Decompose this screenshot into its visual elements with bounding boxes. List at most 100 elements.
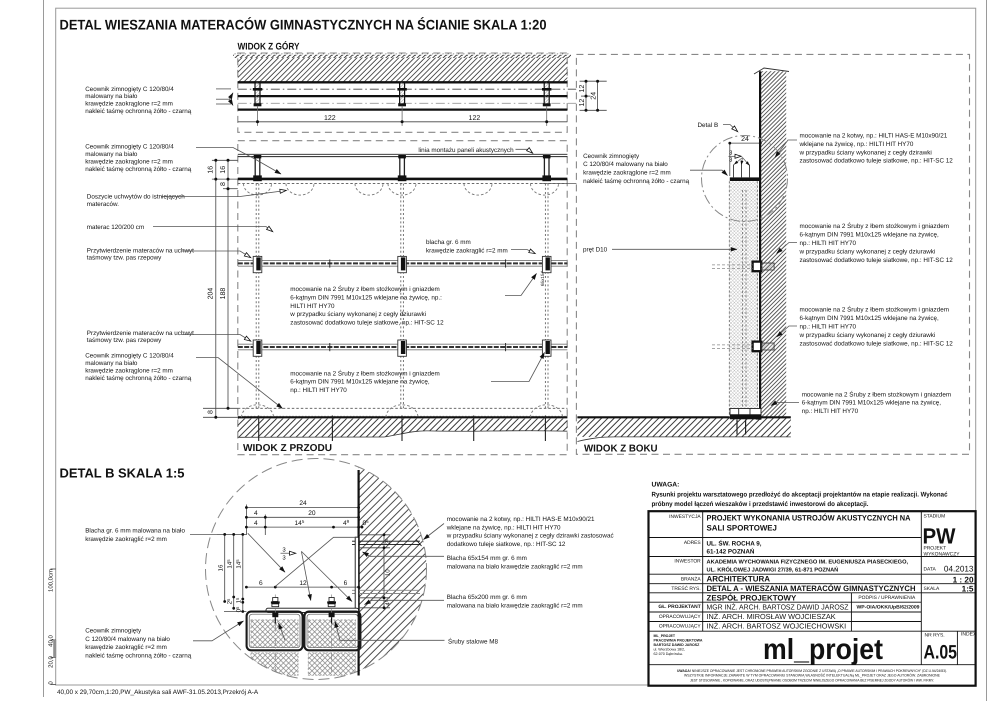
svg-text:mocowanie na 2 Śruby z łbem st: mocowanie na 2 Śruby z łbem stożkowym i …: [290, 369, 439, 377]
svg-text:ZESPÓŁ PROJEKTOWY: ZESPÓŁ PROJEKTOWY: [707, 594, 797, 603]
svg-text:wklejane na żywicę, np.: HILTI: wklejane na żywicę, np.: HILTI HIT HY70: [799, 141, 914, 148]
svg-text:Ceownik zimnogięty C 120/80/4: Ceownik zimnogięty C 120/80/4: [85, 353, 174, 360]
svg-text:np.: HILTI HIT HY70: np.: HILTI HIT HY70: [800, 324, 857, 331]
svg-text:145: 145: [235, 559, 243, 569]
svg-text:w przypadku ściany wykonanej z: w przypadku ściany wykonanej z cegły dzi…: [799, 332, 936, 339]
svg-text:UWAGA:: UWAGA:: [652, 482, 680, 489]
svg-text:25: 25: [226, 598, 234, 604]
svg-text:AKADEMIA WYCHOWANIA FIZYCZNEGO: AKADEMIA WYCHOWANIA FIZYCZNEGO IM. EUGEN…: [707, 560, 909, 566]
svg-text:INDEX: INDEX: [961, 632, 977, 638]
svg-text:20,0: 20,0: [48, 656, 55, 668]
svg-text:INWESTYCJA: INWESTYCJA: [669, 514, 701, 520]
svg-text:mocowanie na 2 Śruby z łbem st: mocowanie na 2 Śruby z łbem stożkowym i …: [802, 390, 951, 398]
svg-text:8: 8: [208, 410, 215, 414]
svg-text:61-142 POZNAŃ: 61-142 POZNAŃ: [707, 548, 755, 556]
svg-text:malowany na biało: malowany na biało: [85, 360, 138, 367]
svg-text:nakleić taśmę ochronną żółto -: nakleić taśmę ochronną żółto - czarną: [85, 375, 192, 382]
svg-text:krawędzie zaokrąglić r=2 mm: krawędzie zaokrąglić r=2 mm: [426, 247, 508, 254]
svg-text:04.2013: 04.2013: [944, 565, 974, 574]
svg-text:20: 20: [308, 510, 316, 517]
svg-text:linia montażu paneli akustyczn: linia montażu paneli akustycznych: [418, 147, 514, 154]
svg-text:w przypadku ściany wykonanej z: w przypadku ściany wykonanej z cegły dzi…: [289, 311, 426, 318]
svg-text:GŁ. PROJEKTANT: GŁ. PROJEKTANT: [658, 604, 700, 610]
svg-text:05: 05: [362, 519, 369, 527]
svg-text:materaców.: materaców.: [87, 201, 119, 208]
svg-text:Blacha 65x200 mm gr. 6 mm: Blacha 65x200 mm gr. 6 mm: [447, 594, 527, 601]
svg-text:25: 25: [384, 538, 391, 544]
svg-text:6-kątnym DIN 7991 M10x125 wkl: 6-kątnym DIN 7991 M10x125 wklejane na ży…: [800, 232, 940, 239]
svg-text:WP-OIA/OKK/UpB/62/2009: WP-OIA/OKK/UpB/62/2009: [857, 605, 920, 611]
svg-text:krawędzie zaokrąglić r=2 mm: krawędzie zaokrąglić r=2 mm: [85, 536, 167, 543]
svg-text:WIDOK Z BOKU: WIDOK Z BOKU: [584, 444, 658, 455]
svg-text:12: 12: [299, 580, 307, 587]
svg-text:40,00 x 29,70cm,1:20,PW_Akusty: 40,00 x 29,70cm,1:20,PW_Akustyka sali AW…: [57, 689, 259, 696]
svg-text:05: 05: [235, 606, 243, 612]
svg-text:122: 122: [469, 115, 481, 122]
svg-text:62-070 Dąbrówka.: 62-070 Dąbrówka.: [654, 652, 683, 656]
svg-text:Śruby stalowe M8: Śruby stalowe M8: [448, 638, 499, 646]
svg-text:blacha gr. 6 mm: blacha gr. 6 mm: [426, 239, 471, 246]
svg-text:np.: HILTI HIT HY70: np.: HILTI HIT HY70: [802, 408, 859, 415]
svg-text:WSZYSTKIE INFORMACJE ZAWARTE W: WSZYSTKIE INFORMACJE ZAWARTE W TYM OPRAC…: [684, 673, 941, 678]
svg-text:dodatkowo tuleje siatkowe, np.: dodatkowo tuleje siatkowe, np.: HIT-SC 1…: [447, 541, 566, 548]
svg-text:C 120/80/4 malowany na biało: C 120/80/4 malowany na biało: [85, 636, 170, 643]
svg-text:12: 12: [579, 99, 586, 107]
svg-text:nakleić taśmę ochronną żółto -: nakleić taśmę ochronną żółto - czarną: [85, 653, 192, 660]
svg-text:24: 24: [741, 136, 749, 143]
svg-text:6: 6: [259, 580, 263, 587]
svg-text:ARCHITEKTURA: ARCHITEKTURA: [707, 575, 771, 584]
svg-text:w przypadku ściany wykonanej z: w przypadku ściany wykonanej z cegły dzi…: [799, 149, 932, 156]
svg-text:16: 16: [220, 166, 227, 174]
svg-text:DETAL B SKALA 1:5: DETAL B SKALA 1:5: [60, 465, 185, 480]
svg-text:A.05: A.05: [924, 642, 958, 664]
svg-text:PROJEKT WYKONANIA USTROJÓW AKU: PROJEKT WYKONANIA USTROJÓW AKUSTYCZNYCH …: [707, 513, 911, 522]
svg-text:145: 145: [226, 559, 234, 569]
svg-text:Przytwierdzenie materaców na u: Przytwierdzenie materaców na uchwyt: [87, 330, 194, 337]
svg-text:krawędzie zaokrąglone r=2 mm: krawędzie zaokrąglone r=2 mm: [85, 101, 173, 108]
svg-text:mocowanie na 2 kotwy, np.: HIL: mocowanie na 2 kotwy, np.: HILTI HAS-E M…: [800, 133, 948, 140]
svg-text:mocowanie na 2 Śruby z łbem st: mocowanie na 2 Śruby z łbem stożkowym i …: [290, 285, 439, 293]
svg-text:malowany na biało: malowany na biało: [85, 93, 138, 100]
svg-text:BARTOSZ DAWID JAROSZ: BARTOSZ DAWID JAROSZ: [654, 643, 701, 647]
svg-text:JEST STOSOWANIE , KOPIOWANIE,: JEST STOSOWANIE , KOPIOWANIE, ORAZ UDOST…: [690, 677, 934, 682]
svg-text:Ceownik zimnogięty C 120/80/4: Ceownik zimnogięty C 120/80/4: [85, 144, 174, 151]
svg-text:4: 4: [254, 510, 258, 517]
svg-text:UL. KRÓLOWEJ JADWIGI 27/39, 61: UL. KRÓLOWEJ JADWIGI 27/39, 61-871 POZNA…: [707, 565, 839, 573]
svg-text:15: 15: [235, 597, 243, 603]
svg-text:INŻ. ARCH. MIROSŁAW WOJCIESZAK: INŻ. ARCH. MIROSŁAW WOJCIESZAK: [707, 612, 836, 621]
svg-text:w przypadku ściany wykonanej z: w przypadku ściany wykonanej z cegły dzi…: [446, 533, 614, 540]
svg-text:145: 145: [295, 519, 305, 527]
svg-text:UWAGA! NINIEJSZE OPRACOWANIE J: UWAGA! NINIEJSZE OPRACOWANIE JEST CHRONI…: [677, 669, 947, 673]
svg-text:INWESTOR: INWESTOR: [674, 558, 701, 564]
svg-text:nakleić taśmę ochronną żółto -: nakleić taśmę ochronną żółto - czarną: [583, 178, 690, 185]
svg-text:mocowanie na 2 Śruby z łbem st: mocowanie na 2 Śruby z łbem stożkowym i …: [800, 306, 949, 314]
svg-text:OPRACOWUJĄCY: OPRACOWUJĄCY: [659, 623, 702, 629]
svg-text:40,0: 40,0: [48, 635, 55, 647]
svg-text:PROJEKT: PROJEKT: [924, 545, 947, 551]
svg-text:4: 4: [254, 520, 258, 527]
svg-text:NR RYS.: NR RYS.: [925, 633, 945, 639]
svg-text:taśmowy tzw. pas rzepowy: taśmowy tzw. pas rzepowy: [87, 337, 162, 344]
svg-text:6-kątnym DIN 7991 M10x125 wkl: 6-kątnym DIN 7991 M10x125 wklejane na ży…: [800, 315, 940, 322]
svg-text:OPRACOWUJĄCY: OPRACOWUJĄCY: [659, 614, 702, 620]
svg-text:w przypadku ściany wykonanej z: w przypadku ściany wykonanej z cegły dzi…: [799, 248, 936, 255]
svg-text:204: 204: [208, 288, 215, 300]
svg-text:6-kątnym DIN 7991 M10x125 wkl: 6-kątnym DIN 7991 M10x125 wklejane na ży…: [290, 294, 442, 301]
svg-text:INŻ. ARCH. BARTOSZ WOJCIECHOWS: INŻ. ARCH. BARTOSZ WOJCIECHOWSKI: [707, 622, 847, 631]
svg-text:zastosować dodatkowo tuleje si: zastosować dodatkowo tuleje siatkowe, np…: [800, 158, 954, 165]
svg-text:1:5: 1:5: [962, 585, 974, 594]
svg-text:PW: PW: [923, 524, 956, 549]
svg-text:Rysunki projektu warsztatowego: Rysunki projektu warsztatowego przedłoży…: [652, 492, 948, 499]
svg-text:krawędzie zaokrąglone r=2 mm: krawędzie zaokrąglone r=2 mm: [85, 367, 173, 374]
svg-text:24: 24: [299, 500, 307, 507]
svg-text:ul. Wierzbowa 18/2,: ul. Wierzbowa 18/2,: [654, 647, 686, 651]
svg-text:6-kątnym DIN 7991 M10x125 wkl: 6-kątnym DIN 7991 M10x125 wklejane na ży…: [802, 400, 942, 407]
svg-text:49: 49: [343, 519, 350, 527]
svg-text:6: 6: [344, 580, 348, 587]
svg-text:WIDOK Z PRZODU: WIDOK Z PRZODU: [243, 443, 332, 454]
svg-text:122: 122: [324, 115, 336, 122]
svg-text:10: 10: [385, 569, 392, 576]
svg-text:Ceownik zimnogięty: Ceownik zimnogięty: [85, 627, 142, 634]
svg-text:nakleić taśmę ochronną żółto -: nakleić taśmę ochronną żółto - czarną: [85, 166, 192, 173]
svg-text:UL. ŚW. ROCHA 9,: UL. ŚW. ROCHA 9,: [707, 539, 762, 547]
